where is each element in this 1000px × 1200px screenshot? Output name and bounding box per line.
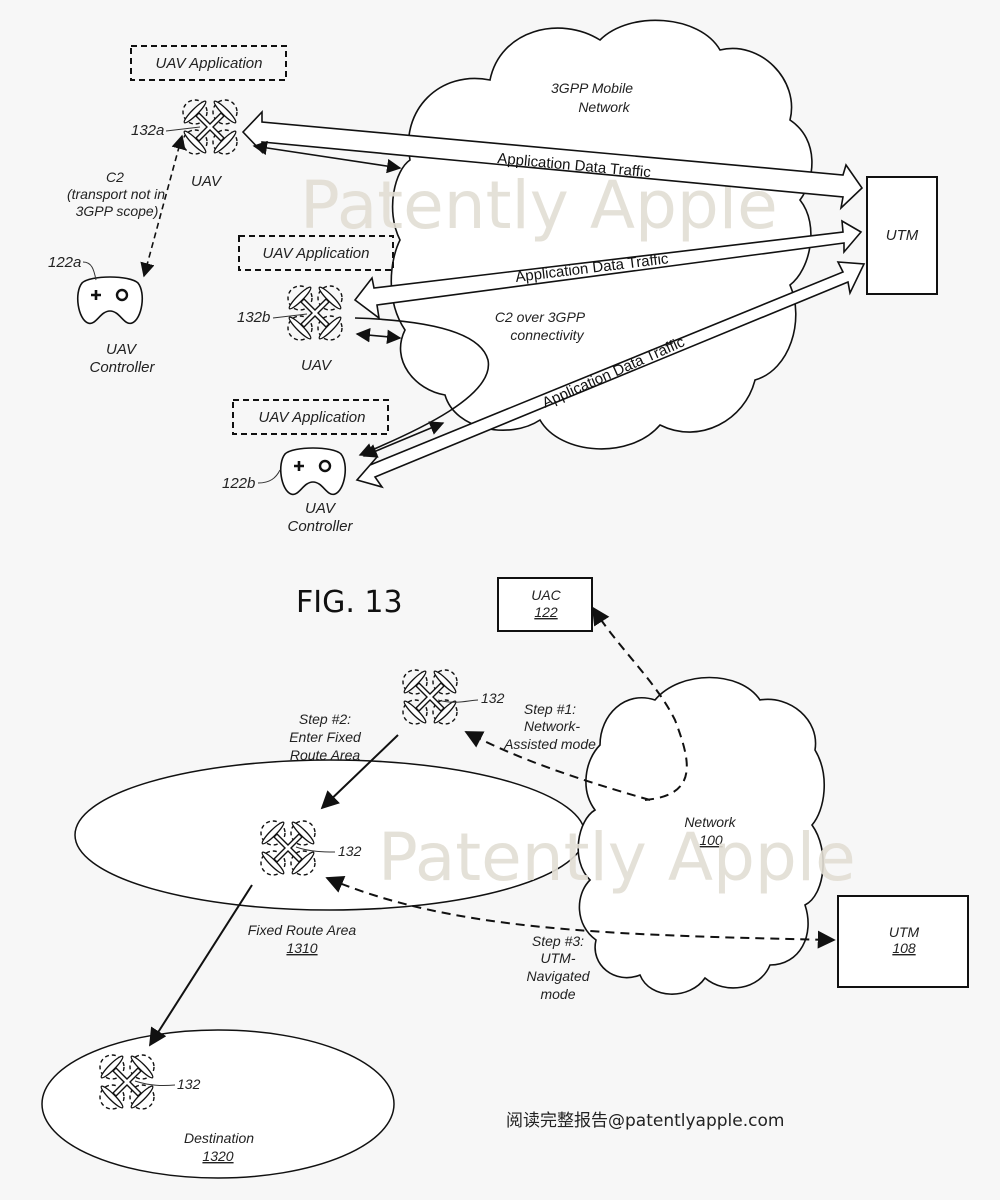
controller-a-gamepad-icon bbox=[76, 275, 144, 325]
uav-b-network-link bbox=[355, 328, 402, 344]
uav-b-ref-leader bbox=[272, 313, 308, 319]
controller-a-label-line1: UAV bbox=[106, 341, 138, 358]
step2-line2: Enter Fixed bbox=[289, 729, 362, 745]
step3-line2: UTM- bbox=[541, 950, 576, 966]
uav-mid-ref: 132 bbox=[338, 843, 362, 859]
utm-108-ref: 108 bbox=[892, 940, 916, 956]
cloud-label-line1: 3GPP Mobile bbox=[551, 80, 633, 96]
fixed-route-area-label: Fixed Route Area bbox=[248, 922, 357, 938]
c2-label-line2: (transport not in bbox=[67, 186, 165, 202]
controller-a-ref-leader bbox=[82, 261, 97, 281]
uav-a-ref: 132a bbox=[131, 122, 164, 139]
step3-line4: mode bbox=[540, 986, 575, 1002]
network-label: Network bbox=[684, 814, 736, 830]
network-to-uac-link bbox=[592, 606, 688, 801]
controller-a-ref: 122a bbox=[48, 254, 81, 271]
utm-label: UTM bbox=[886, 227, 919, 244]
uav-b-app-label: UAV Application bbox=[262, 245, 369, 262]
uav-destination-ref: 132 bbox=[177, 1076, 201, 1092]
step1-line3: Assisted mode bbox=[503, 736, 596, 752]
step3-link bbox=[325, 876, 836, 949]
watermark-bottom: Patently Apple bbox=[378, 819, 856, 896]
controller-b-label-line2: Controller bbox=[287, 518, 353, 535]
uav-a-ref-leader bbox=[165, 126, 201, 132]
uac-box bbox=[497, 577, 593, 632]
step2-line3: Route Area bbox=[290, 747, 361, 763]
network-ref: 100 bbox=[699, 832, 723, 848]
step1-line1: Step #1: bbox=[524, 701, 576, 717]
controller-b-ref: 122b bbox=[222, 475, 255, 492]
uav-a-app-box bbox=[130, 45, 287, 81]
uav-a-label: UAV bbox=[191, 173, 223, 190]
c2-over-3gpp-line2: connectivity bbox=[510, 327, 584, 343]
uav-b-ref: 132b bbox=[237, 309, 270, 326]
controller-b-ref-leader bbox=[257, 469, 281, 484]
uav-b-app-box bbox=[238, 235, 394, 271]
uav-top-ref: 132 bbox=[481, 690, 505, 706]
destination-label: Destination bbox=[184, 1130, 254, 1146]
uav-b-drone-icon bbox=[286, 284, 344, 342]
uav-top-ref-leader bbox=[437, 699, 479, 703]
utm-108-box bbox=[837, 895, 969, 988]
step2-link bbox=[320, 734, 399, 810]
step3-line3: Navigated bbox=[526, 968, 590, 984]
uav-b-label: UAV bbox=[301, 357, 333, 374]
utm-box bbox=[866, 176, 938, 295]
step1-link bbox=[464, 731, 651, 801]
c2-direct-link bbox=[140, 134, 186, 278]
footer-credit: 阅读完整报告@patentlyapple.com bbox=[506, 1111, 784, 1131]
uav-a-drone-icon bbox=[181, 98, 239, 156]
uav-top-drone-icon bbox=[401, 668, 459, 726]
uac-ref: 122 bbox=[534, 604, 558, 620]
controller-a-label-line2: Controller bbox=[89, 359, 155, 376]
c2-label-line1: C2 bbox=[106, 169, 124, 185]
controller-b-app-box bbox=[232, 399, 389, 435]
mobile-network-cloud bbox=[390, 19, 813, 450]
step3-line1: Step #3: bbox=[532, 933, 584, 949]
uav-destination-ref-leader bbox=[134, 1080, 176, 1086]
controller-b-network-link bbox=[362, 421, 445, 458]
uav-a-network-link bbox=[252, 140, 402, 174]
cloud-label-line2: Network bbox=[578, 99, 630, 115]
figure-caption: FIG. 13 bbox=[296, 585, 403, 620]
c2-label-line3: 3GPP scope) bbox=[76, 203, 159, 219]
step2-line1: Step #2: bbox=[299, 711, 351, 727]
uav-mid-ref-leader bbox=[295, 846, 336, 853]
uac-label: UAC bbox=[531, 587, 561, 603]
controller-b-app-label: UAV Application bbox=[258, 409, 365, 426]
destination-ref: 1320 bbox=[202, 1148, 233, 1164]
uav-a-app-label: UAV Application bbox=[155, 55, 262, 72]
traffic-arrow-2 bbox=[353, 219, 863, 320]
traffic-arrow-3 bbox=[355, 261, 866, 489]
step1-line2: Network- bbox=[524, 718, 580, 734]
controller-b-label-line1: UAV bbox=[305, 500, 337, 517]
c2-over-3gpp-line1: C2 over 3GPP bbox=[495, 309, 586, 325]
route-to-destination-link bbox=[149, 884, 253, 1047]
fixed-route-area-ref: 1310 bbox=[286, 940, 317, 956]
utm-108-label: UTM bbox=[889, 924, 920, 940]
controller-b-gamepad-icon bbox=[279, 446, 347, 496]
